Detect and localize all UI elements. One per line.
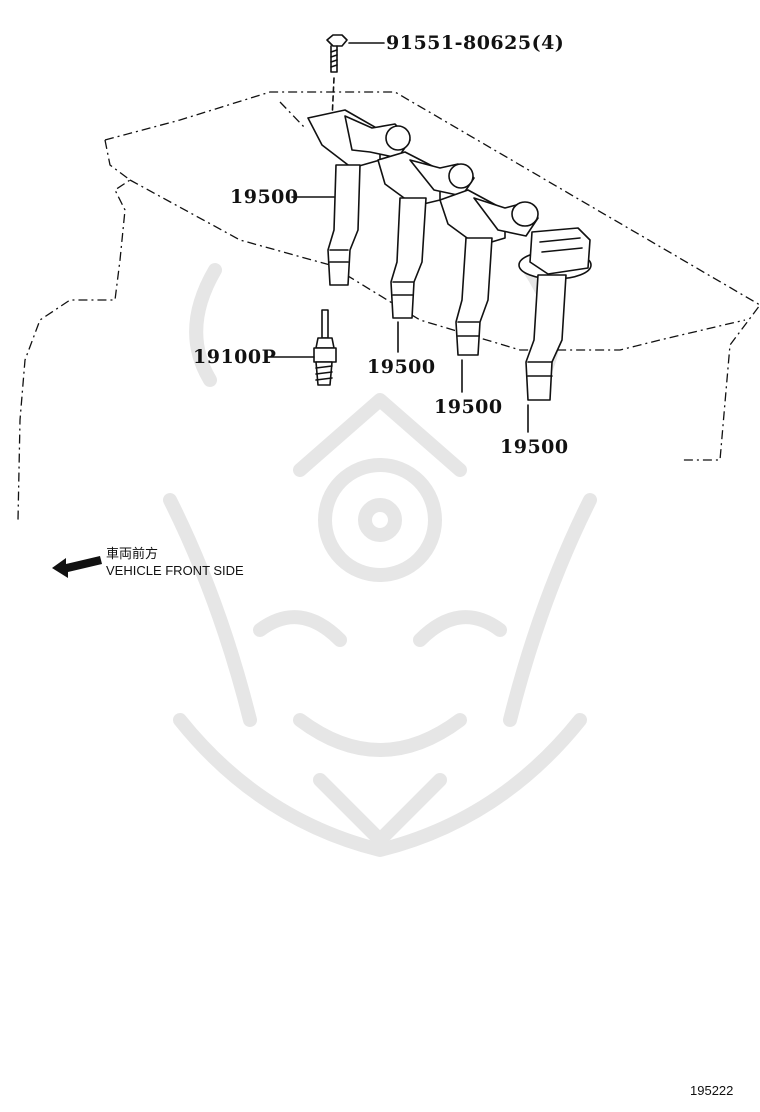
spark-plug-part-label: 19100P [193,346,277,368]
coil-1-part-label: 19500 [230,186,299,208]
engine-outline [17,91,760,521]
vehicle-front-en-label: VEHICLE FRONT SIDE [106,563,244,578]
spark-plug [313,309,337,386]
coil-4-part-label: 19500 [500,436,569,458]
ignition-coil-2 [377,151,475,319]
coil-3-part-label: 19500 [434,396,503,418]
ignition-coil-1 [307,109,411,286]
bolt-part [326,34,385,121]
arrow-left-icon [52,556,102,578]
ignition-coil-4 [518,227,592,401]
coil-2-part-label: 19500 [367,356,436,378]
figure-number: 195222 [690,1083,734,1098]
ignition-coil-3 [439,189,539,356]
vehicle-front-jp-label: 車両前方 [106,546,159,561]
bolt-part-label: 91551-80625(4) [386,32,565,54]
leader-lines [267,196,529,433]
samurai-mask-watermark [163,263,597,857]
